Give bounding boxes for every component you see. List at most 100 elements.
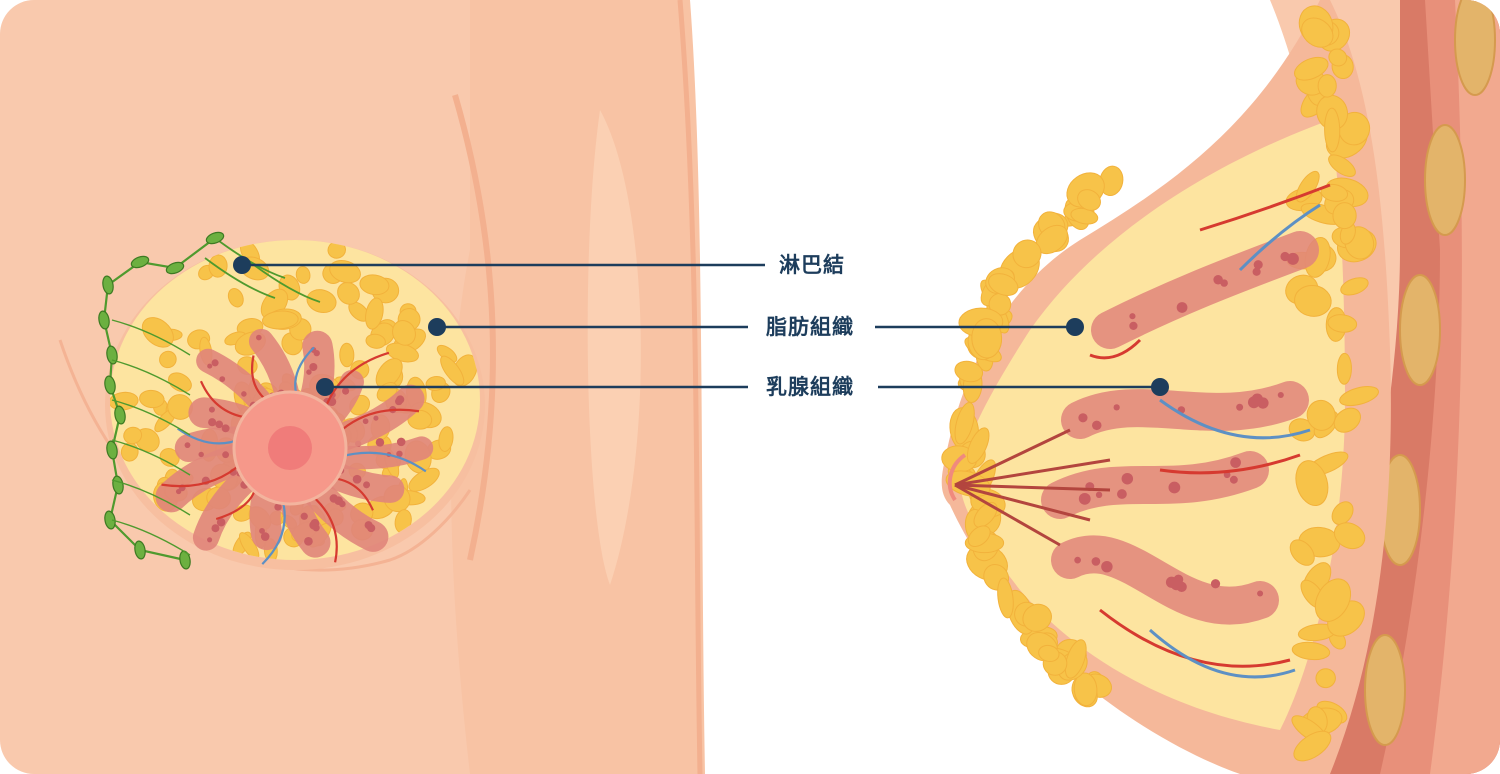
fat-lobule — [337, 281, 360, 305]
alveolus — [1091, 557, 1101, 566]
fat-lobule — [1289, 539, 1315, 566]
fat-lobule — [1073, 672, 1098, 707]
alveolus — [256, 334, 262, 341]
glandular-tissue-label: 乳腺組織 — [766, 375, 854, 399]
lactiferous-duct — [954, 483, 1061, 547]
alveolus — [1074, 556, 1081, 564]
fat-lobule — [973, 501, 998, 528]
alveolus — [211, 359, 219, 367]
rib-sections — [1364, 0, 1496, 746]
fat-lobule — [988, 273, 1019, 296]
fat-lobule — [1291, 641, 1331, 661]
lymph-node — [165, 261, 185, 275]
fat-lobule — [159, 350, 177, 369]
lymph-node — [106, 440, 118, 460]
fat-lobule — [261, 310, 299, 330]
fat-lobule — [1314, 578, 1352, 622]
alveolus — [216, 517, 226, 527]
fat-lobule — [1336, 352, 1352, 385]
fat-lobule — [967, 525, 991, 547]
fat-lobule — [1328, 48, 1348, 67]
fat-lobule — [339, 342, 355, 368]
alveolus — [259, 528, 265, 534]
fat-lobule — [1331, 501, 1354, 525]
lymph-node — [205, 231, 225, 245]
nipple — [268, 426, 312, 470]
alveolus — [1129, 321, 1138, 331]
fat-lobule — [1306, 399, 1336, 431]
gland-lobe — [1091, 231, 1319, 349]
alveolus — [1078, 413, 1088, 423]
alveolus — [342, 387, 350, 395]
blood-vessel — [1159, 398, 1311, 440]
alveolus — [211, 524, 220, 533]
alveolus — [1168, 481, 1181, 494]
alveolus — [309, 362, 318, 372]
fat-lobule — [440, 355, 465, 386]
blood-vessel — [1099, 608, 1291, 668]
alveolus — [329, 494, 339, 503]
lymph-node — [106, 345, 118, 365]
fat-lobule — [1315, 668, 1336, 689]
alveolus — [306, 369, 312, 375]
fat-lobule — [1293, 56, 1329, 81]
alveolus — [1253, 260, 1263, 270]
adipose-side-dot-marker-icon — [1066, 318, 1084, 336]
leader-lines — [242, 263, 1160, 389]
fat-lobule — [159, 448, 180, 467]
alveolus — [207, 363, 213, 369]
alveolus — [1078, 492, 1091, 505]
alveolus — [1277, 391, 1284, 399]
leader-markers — [233, 256, 1169, 396]
alveolus — [1286, 252, 1299, 265]
alveolus — [313, 349, 320, 357]
fat-lobule — [365, 297, 384, 330]
lymph-vessel — [111, 519, 191, 556]
fat-lobule — [1320, 183, 1349, 202]
gland-lobe — [1051, 535, 1279, 625]
fat-lobule — [139, 389, 165, 409]
adipose-tissue-label: 脂肪組織 — [766, 315, 854, 339]
fat-lobule — [1327, 314, 1358, 333]
alveolus — [300, 512, 308, 520]
alveolus — [1210, 579, 1221, 589]
fat-lobule — [966, 427, 990, 464]
rib-section — [1454, 0, 1496, 96]
alveolus — [1229, 475, 1238, 484]
fat-lobule — [1317, 74, 1337, 98]
fat-lobule — [1295, 460, 1329, 507]
fat-lobule — [408, 467, 440, 492]
alveolus — [208, 418, 217, 427]
lymph-vessel — [111, 319, 191, 356]
fat-lobule — [1333, 407, 1361, 433]
lymph-node-chain — [98, 231, 321, 570]
alveolus — [1247, 396, 1260, 409]
blood-vessel — [1159, 453, 1301, 475]
alveolus — [396, 450, 403, 458]
glandular-side-dot-marker-icon — [1151, 378, 1169, 396]
fat-lobule — [1022, 603, 1052, 632]
alveolus — [363, 481, 371, 489]
alveolus — [1236, 403, 1244, 411]
alveolus — [1257, 590, 1264, 597]
alveolus — [198, 451, 204, 458]
fat-lobule — [295, 266, 311, 284]
lactiferous-duct — [954, 483, 1111, 492]
alveolus — [362, 418, 369, 425]
fat-lobule — [1038, 644, 1060, 663]
alveolus — [1101, 560, 1113, 573]
lymph-node — [98, 310, 110, 330]
alveolus — [1129, 313, 1136, 320]
fat-lobule — [1077, 189, 1101, 211]
lymph-vessel — [111, 399, 191, 436]
lymph-node — [134, 540, 146, 560]
lymph-vessel — [204, 257, 276, 299]
fat-lobule — [359, 274, 390, 296]
lymph-node — [102, 275, 114, 295]
fat-lobule — [1293, 730, 1332, 762]
fat-lobule — [954, 360, 984, 383]
lymph-node — [104, 375, 116, 395]
gland-lobe — [1041, 451, 1269, 519]
fat-lobule — [1339, 386, 1380, 407]
